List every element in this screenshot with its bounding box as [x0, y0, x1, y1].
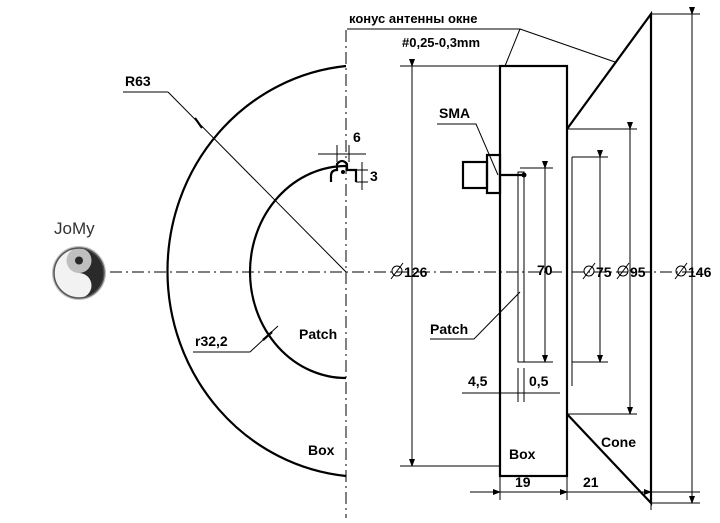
box-side-label: Box — [509, 446, 536, 462]
patch-side-label: Patch — [430, 321, 468, 337]
dia-75-label: 75 — [596, 264, 612, 280]
dim-70-label: 70 — [537, 262, 553, 278]
r63-label: R63 — [125, 73, 151, 89]
dim-3-label: 3 — [370, 168, 378, 184]
dim-4-5-label: 4,5 — [468, 373, 488, 389]
dia-146-label: 146 — [688, 264, 712, 280]
dim-6-label: 6 — [353, 129, 361, 145]
cone-note-label: конус антенны окне — [349, 11, 478, 26]
cone-outline — [566, 10, 653, 506]
patch-front-label: Patch — [299, 326, 337, 342]
diameter-95-symbol — [616, 262, 630, 280]
front-view: 6 3 R63 r32,2 Patch Box — [110, 30, 700, 518]
diameter-146-symbol — [674, 262, 688, 280]
cone-label: Cone — [601, 434, 636, 450]
dim-21-label: 21 — [583, 474, 599, 490]
diameter-126-symbol — [390, 262, 404, 280]
box-side-outline — [498, 64, 569, 478]
patch-outline-arc — [248, 164, 347, 380]
box-outline-arc — [166, 64, 347, 478]
feed-slot — [318, 145, 368, 190]
sma-leader — [437, 123, 499, 176]
box-front-label: Box — [308, 442, 335, 458]
logo-text: JoMy — [54, 219, 95, 238]
patch-plate — [517, 171, 525, 363]
patch-side-leader — [430, 291, 521, 340]
side-view: конус антенны окне #0,25-0,3mm SMA 126 7… — [347, 7, 712, 510]
dia-126-label: 126 — [404, 264, 428, 280]
dim-19-label: 19 — [515, 474, 531, 490]
diameter-75-symbol — [582, 262, 596, 280]
jomy-logo: JoMy — [52, 219, 106, 300]
dia-95-label: 95 — [630, 264, 646, 280]
sma-label: SMA — [439, 105, 470, 121]
yin-yang-icon — [52, 246, 106, 300]
r32-label: r32,2 — [195, 333, 228, 349]
thickness-label: #0,25-0,3mm — [402, 35, 480, 50]
sma-body — [461, 160, 489, 190]
dim-0-5-label: 0,5 — [529, 373, 549, 389]
